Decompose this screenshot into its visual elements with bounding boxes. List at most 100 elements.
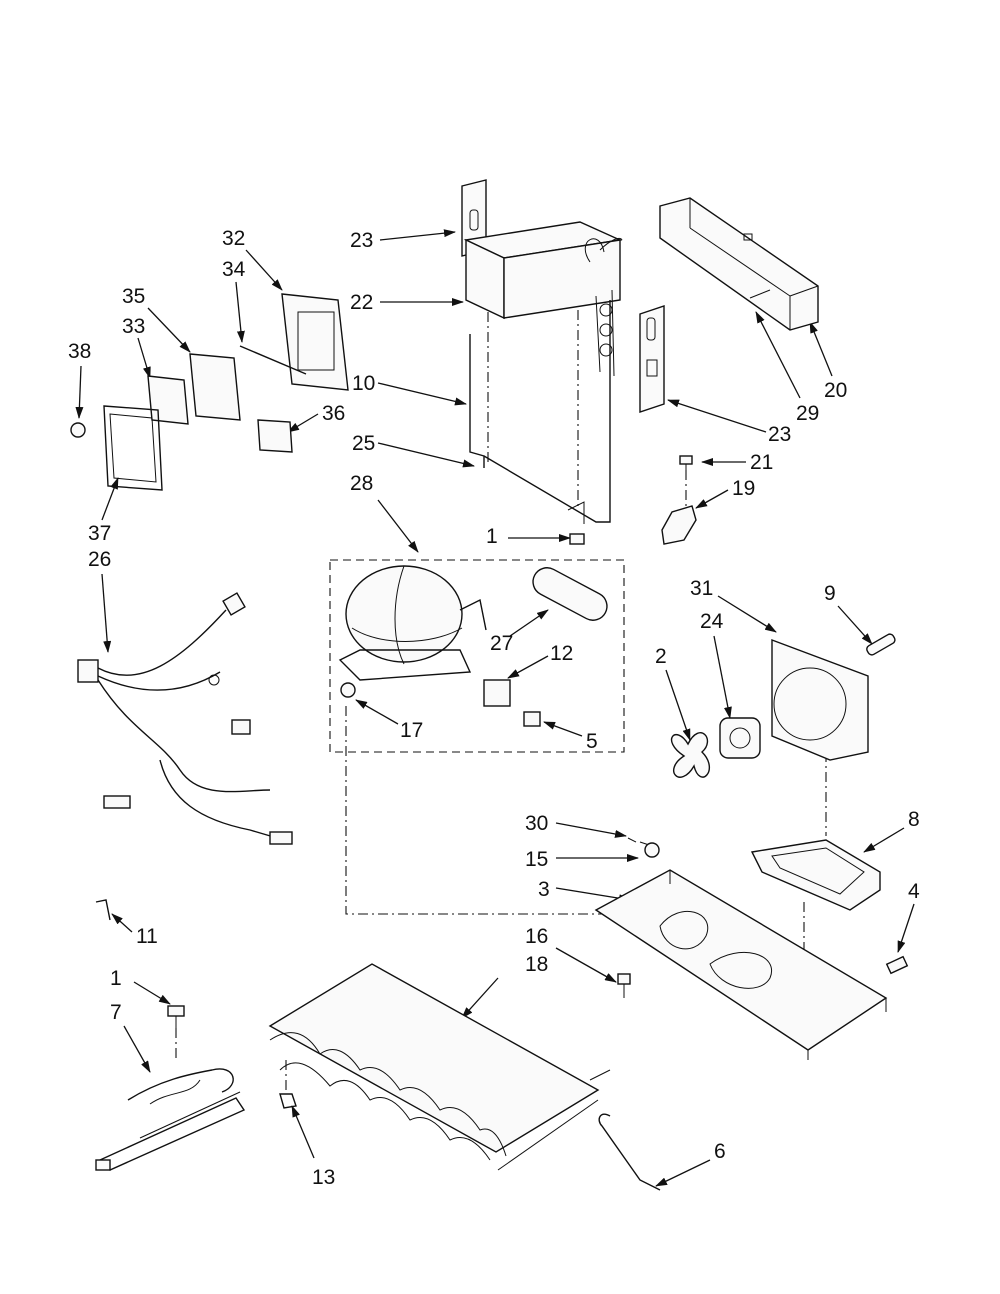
compressor-ridge (394, 565, 405, 665)
screw-16-head (617, 973, 631, 985)
callout-12: 12 (550, 642, 573, 665)
screw-21-bracket-19 (661, 455, 697, 545)
callout-2: 2 (655, 645, 667, 668)
wire-harness-26 (77, 592, 293, 845)
harness-plug (269, 831, 293, 845)
callout-37: 37 (88, 522, 111, 545)
harness-7-bundle (98, 1097, 246, 1171)
tube-6 (598, 1113, 661, 1191)
fan-assembly (671, 633, 896, 778)
fan-bracket-8 (750, 839, 881, 911)
callout-1-bottom: 1 (110, 967, 122, 990)
callout-33: 33 (122, 315, 145, 338)
grommet-17 (340, 682, 356, 698)
bracket-19 (661, 505, 697, 545)
harness-7-wire (139, 1091, 241, 1139)
callout-15: 15 (525, 848, 548, 871)
leader-32 (245, 249, 283, 291)
callout-29: 29 (796, 402, 819, 425)
cover-tab (743, 233, 753, 241)
leader-37 (101, 477, 119, 521)
leader-2 (665, 669, 691, 741)
harness-plug (103, 795, 131, 809)
drier-27 (532, 567, 608, 621)
callout-18: 18 (525, 953, 548, 976)
screw-1-and-harness-7 (95, 1005, 246, 1171)
leader-13 (291, 1105, 315, 1159)
callout-4: 4 (908, 880, 920, 903)
tube-bend (599, 323, 613, 337)
fan-shroud-31 (771, 638, 869, 761)
plate-slot (646, 317, 656, 341)
callout-11: 11 (136, 925, 158, 948)
screw-4 (885, 955, 909, 975)
condenser-edge (497, 1099, 599, 1171)
callout-13: 13 (312, 1166, 335, 1189)
callout-8: 8 (908, 808, 920, 831)
callout-9: 9 (824, 582, 836, 605)
drain-tube-25 (483, 300, 611, 523)
cover-edge (789, 285, 819, 297)
compressor-28 (345, 565, 463, 663)
compressor-group-box (329, 559, 625, 753)
leader-23-right (667, 399, 767, 433)
defrost-heater-10 (469, 334, 485, 468)
callout-6: 6 (714, 1140, 726, 1163)
bracket-body (750, 839, 881, 911)
leader-28 (377, 499, 419, 553)
fan-blade-2 (671, 732, 710, 778)
leader-34 (235, 281, 245, 343)
screw-29 (749, 289, 771, 299)
callout-10: 10 (352, 372, 375, 395)
cover-5 (523, 711, 541, 727)
callout-38: 38 (68, 340, 91, 363)
grommet-15 (644, 842, 660, 858)
harness-terminal (208, 674, 220, 686)
harness-7-wire (127, 1068, 234, 1101)
leader-31 (717, 595, 777, 633)
harness-plug (231, 719, 251, 735)
motor-hub (729, 727, 751, 749)
evaporator-assembly (461, 179, 623, 377)
housing-opening (297, 311, 335, 371)
harness-7-plug (95, 1159, 111, 1171)
slot-detail (469, 209, 479, 231)
leader-16 (555, 947, 617, 983)
harness-wire (97, 679, 271, 793)
machine-base (594, 837, 909, 1060)
tube-bend (599, 343, 613, 357)
condenser-tube (589, 1069, 611, 1081)
callout-35: 35 (122, 285, 145, 308)
heater-clip (567, 501, 585, 524)
leader-33 (137, 337, 151, 379)
callout-36: 36 (322, 402, 345, 425)
leader-36 (287, 413, 319, 433)
frame-37 (103, 405, 163, 491)
leader-25 (377, 442, 475, 468)
harness-connector (77, 659, 99, 683)
guide-compressor-to-base (345, 706, 630, 915)
clip-11 (95, 899, 111, 921)
screw-1-bottom (167, 1005, 185, 1017)
base-cutout (709, 951, 773, 989)
callout-labels: 23 22 10 25 32 34 35 33 38 36 37 26 28 1… (68, 227, 920, 1189)
control-components (70, 293, 349, 491)
callout-16: 16 (525, 925, 548, 948)
outlet-tubes (595, 289, 615, 377)
leader-19 (695, 489, 729, 509)
harness-plug (222, 592, 246, 616)
leader-29 (755, 311, 801, 399)
leader-30 (555, 822, 627, 838)
leader-20 (809, 321, 833, 377)
control-board-35 (189, 353, 241, 421)
cover-body (659, 197, 819, 331)
harness-wire (159, 759, 285, 841)
cover-33 (147, 375, 189, 425)
compressor-tube (459, 598, 487, 631)
end-plate-23-right (639, 305, 665, 413)
callout-25: 25 (352, 432, 375, 455)
screw-1-top (569, 533, 585, 545)
clip-30 (627, 837, 637, 843)
plate-body (639, 305, 665, 413)
